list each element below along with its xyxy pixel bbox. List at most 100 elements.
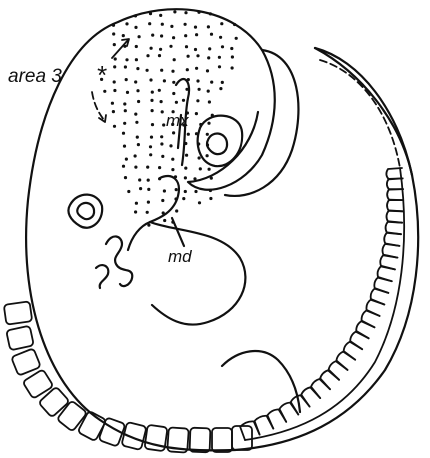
stipple-dot	[170, 25, 173, 28]
stipple-dot	[194, 190, 197, 193]
stipple-dot	[146, 166, 149, 169]
stipple-dot	[195, 112, 198, 115]
somite-block	[11, 348, 41, 376]
stipple-dot	[122, 132, 125, 135]
somite-block	[212, 428, 232, 452]
otic-vesicle-outer	[68, 195, 102, 228]
stipple-dot	[146, 54, 149, 57]
stipple-dot	[169, 45, 172, 48]
stipple-dot	[173, 58, 176, 61]
somite-block	[190, 428, 211, 453]
stipple-dot	[147, 201, 150, 204]
stipple-dot	[184, 11, 187, 14]
stipple-dot	[196, 54, 199, 57]
stipple-dot	[123, 122, 126, 125]
stipple-dot	[139, 187, 142, 190]
stipple-dot	[149, 153, 152, 156]
stipple-dot	[113, 43, 116, 46]
stipple-dot	[193, 177, 196, 180]
dorsal-line-dashed	[320, 60, 400, 168]
stipple-dot	[159, 14, 162, 17]
somite	[387, 189, 403, 200]
stipple-dot	[220, 22, 223, 25]
stipple-dot	[197, 11, 200, 14]
stipple-dot	[219, 36, 222, 39]
stipple-dot	[194, 26, 197, 29]
stipple-dot	[160, 34, 163, 37]
stipple-dot	[207, 25, 210, 28]
stipple-dot	[186, 68, 189, 71]
stipple-dot	[113, 80, 116, 83]
asterisk-marker: *	[96, 60, 107, 90]
pharyngeal-arches	[106, 236, 132, 286]
pharyngeal-arch-2	[96, 265, 108, 288]
stipple-dot	[171, 158, 174, 161]
stipple-dot	[198, 156, 201, 159]
stipple-dot	[197, 142, 200, 145]
stipple-dot	[151, 34, 154, 37]
stipple-dot	[196, 99, 199, 102]
stipple-dot	[219, 87, 222, 90]
stipple-dot	[150, 99, 153, 102]
stipple-dot	[172, 92, 175, 95]
stipple-dot	[163, 79, 166, 82]
stipple-dot	[135, 45, 138, 48]
stipple-dot	[208, 47, 211, 50]
stipple-dot	[134, 166, 137, 169]
stipple-dot	[209, 197, 212, 200]
stipple-dot	[182, 99, 185, 102]
stipple-dot	[198, 201, 201, 204]
stipple-dot	[161, 199, 164, 202]
stipple-dot	[113, 65, 116, 68]
stipple-dot	[185, 45, 188, 48]
somite-block	[144, 425, 167, 452]
somite-block	[4, 301, 33, 324]
somites-dorsal	[240, 168, 403, 440]
stipple-dot	[112, 110, 115, 113]
stipple-dot	[149, 12, 152, 15]
stipple-dot	[184, 142, 187, 145]
stipple-dot	[209, 189, 212, 192]
stipple-dot	[135, 58, 138, 61]
stipple-dot	[123, 145, 126, 148]
eye-inner	[207, 134, 227, 155]
stipple-dot	[163, 189, 166, 192]
stipple-dot	[124, 109, 127, 112]
stipple-dot	[173, 10, 176, 13]
stipple-dot	[160, 135, 163, 138]
stipple-dot	[149, 78, 152, 81]
stipple-dot	[196, 79, 199, 82]
stipple-dot	[146, 69, 149, 72]
stipple-dot	[134, 80, 137, 83]
stipple-dot	[195, 33, 198, 36]
stipple-dot	[137, 143, 140, 146]
stipple-dot	[138, 35, 141, 38]
stipple-dot	[150, 136, 153, 139]
stipple-dot	[125, 22, 128, 25]
stipple-dot	[147, 224, 150, 227]
stipple-dot	[123, 102, 126, 105]
stipple-dot	[175, 188, 178, 191]
stipple-dot	[148, 22, 151, 25]
arrow-down	[92, 92, 104, 120]
stipple-dot	[161, 23, 164, 26]
stipple-dot	[124, 176, 127, 179]
stipple-dot	[114, 57, 117, 60]
stipple-dot	[195, 67, 198, 70]
stipple-dot	[231, 66, 234, 69]
stipple-dot	[199, 167, 202, 170]
stipple-dot	[124, 65, 127, 68]
stipple-dot	[134, 154, 137, 157]
dorsal-line-outer	[315, 48, 412, 175]
stipple-dot	[169, 144, 172, 147]
otic-vesicle-inner	[77, 203, 94, 219]
stipple-dot	[206, 143, 209, 146]
stipple-dot	[194, 48, 197, 51]
stipple-dot	[235, 37, 238, 40]
stipple-dot	[172, 36, 175, 39]
stipple-dot	[199, 123, 202, 126]
stipple-dot	[162, 123, 165, 126]
stipple-dot	[158, 166, 161, 169]
stipple-dot	[175, 209, 178, 212]
stipple-dot	[184, 23, 187, 26]
